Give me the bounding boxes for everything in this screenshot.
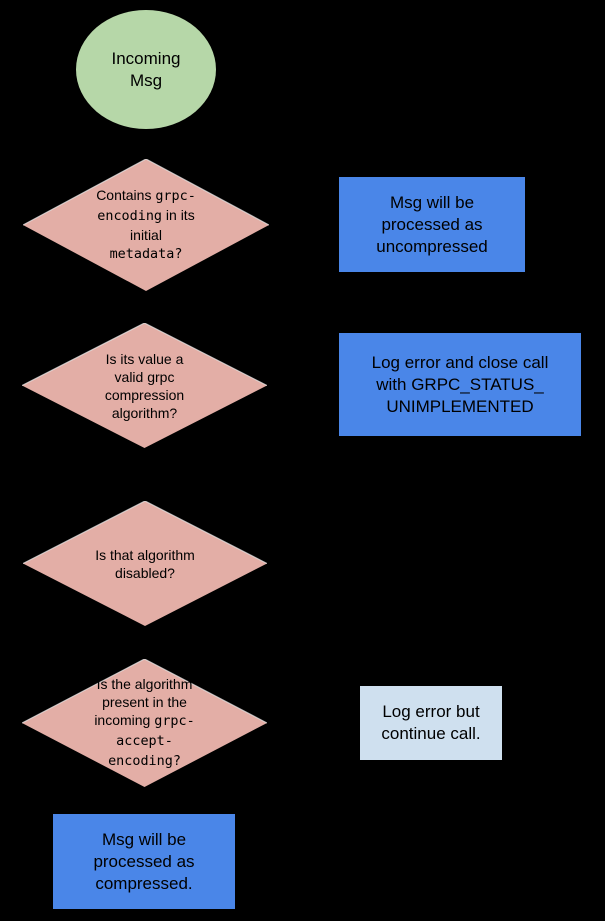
diamond-shape [22, 659, 267, 787]
diamond-shape [23, 501, 267, 626]
diamond-shape [23, 159, 269, 291]
diamond-shape [22, 323, 267, 448]
